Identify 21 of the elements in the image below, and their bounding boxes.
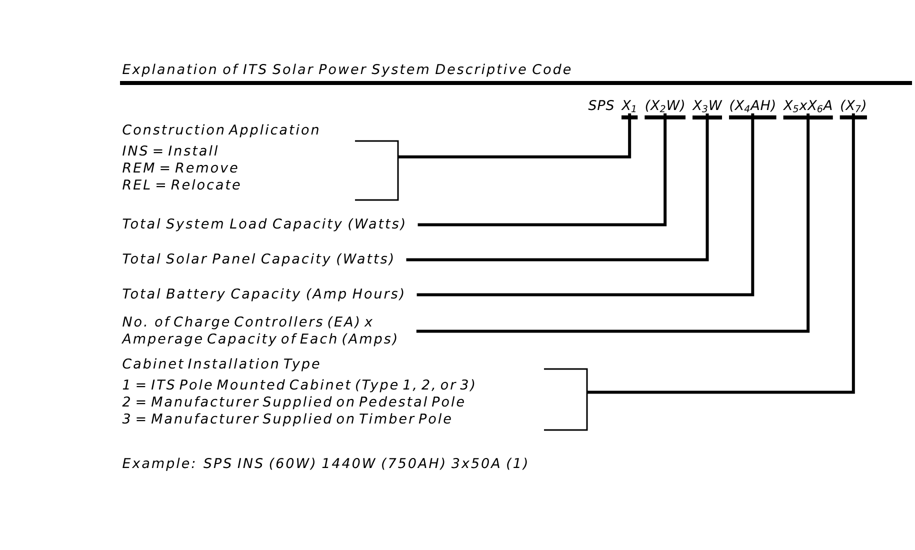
leader-line — [416, 113, 754, 296]
title: Explanation of ITS Solar Power System Descriptive Code — [122, 64, 571, 77]
leader-line — [416, 114, 810, 333]
leader-line — [406, 114, 709, 262]
code-segment: (X$_{2}$W) — [644, 100, 686, 120]
bracketed-list: Cabinet Installation Type 1 = ITS Pole Mounted Cabinet (Type 1, 2, or 3) 2 = Manufacturer Supplied on Pedestal Pole 3 = Manufacturer Supplied on Timber Pole — [122, 358, 588, 431]
leader-line — [587, 113, 855, 394]
leader-line — [398, 113, 632, 158]
description: Total Solar Panel Capacity (Watts) — [122, 253, 393, 266]
code-segment: (X$_{4}$AH) — [729, 100, 776, 120]
code-segment: (X$_{7}$) — [840, 100, 867, 120]
code-prefix: SPS — [588, 100, 614, 110]
example-note: Example: SPS INS (60W) 1440W (750AH) 3x50A (1) — [122, 458, 527, 471]
code-segment: X$_{1}$ — [621, 100, 638, 120]
leader-line — [418, 113, 667, 226]
code-segment: X$_{3}$W — [692, 100, 722, 120]
description: Total Battery Capacity (Amp Hours) — [122, 288, 404, 302]
description: No. of Charge Controllers (EA) x Amperage Capacity of Each (Amps) — [121, 316, 396, 346]
bracketed-list: Construction Application INS = Install REM = Remove REL = Relocate — [122, 124, 399, 201]
description: Total System Load Capacity (Watts) — [122, 218, 404, 232]
code-segment: X$_{5}$xX$_{6}$A — [782, 100, 833, 120]
